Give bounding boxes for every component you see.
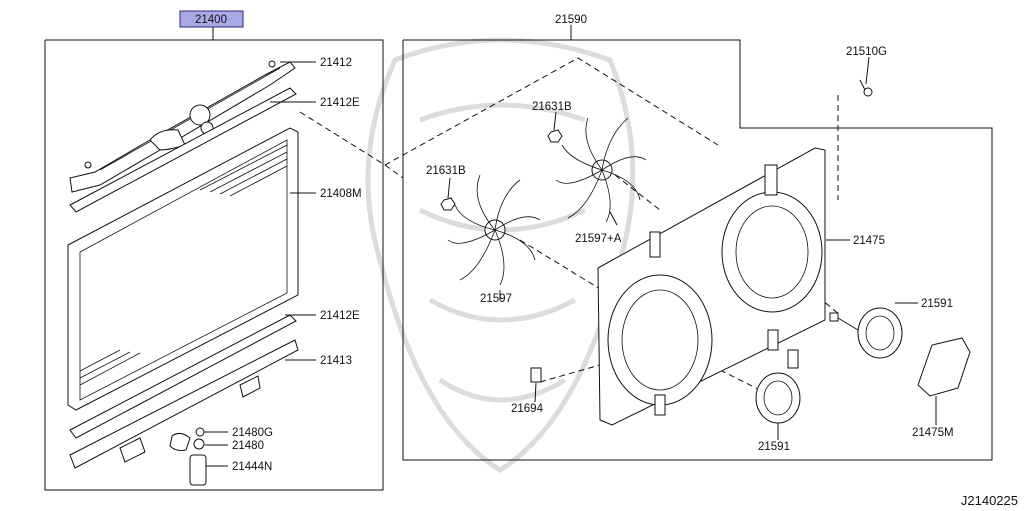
- callout-21597[interactable]: 21597: [480, 293, 512, 305]
- radiator-upper-seal[interactable]: [69, 87, 297, 213]
- label-21694: 21694: [511, 403, 544, 415]
- fan-shroud[interactable]: [597, 147, 826, 426]
- motor-21591-right[interactable]: [829, 307, 903, 359]
- label-21510G: 21510G: [846, 46, 887, 58]
- label-21475: 21475: [853, 235, 885, 247]
- assembly-highlight: [179, 10, 244, 28]
- callout-21597A[interactable]: 21597+A: [575, 233, 622, 245]
- label-21413: 21413: [320, 355, 352, 367]
- label-21590: 21590: [555, 14, 587, 26]
- clip-21694[interactable]: [530, 367, 542, 383]
- callout-21400[interactable]: 21400: [179, 10, 244, 28]
- drain-plug-gasket[interactable]: [195, 427, 205, 437]
- callout-21591-right[interactable]: 21591: [921, 298, 953, 310]
- label-21597A: 21597+A: [575, 233, 622, 245]
- fan-21597A[interactable]: [555, 117, 647, 223]
- radiator-lower-tank[interactable]: [69, 339, 299, 469]
- callout-21480G[interactable]: 21480G: [232, 427, 273, 439]
- label-21591-right: 21591: [921, 298, 953, 310]
- callout-21444N[interactable]: 21444N: [232, 461, 272, 473]
- label-21412: 21412: [320, 57, 352, 69]
- fan-panel-frame: [402, 25, 993, 461]
- radiator-panel: [44, 39, 384, 491]
- nut-21631B-left[interactable]: [440, 197, 456, 211]
- callout-21480[interactable]: 21480: [232, 440, 264, 452]
- label-21444N: 21444N: [232, 461, 272, 473]
- nut-21631B-upper[interactable]: [547, 129, 563, 143]
- callout-21475M[interactable]: 21475M: [912, 427, 954, 439]
- callout-21412E-top[interactable]: 21412E: [320, 97, 360, 109]
- callout-21408M[interactable]: 21408M: [320, 188, 362, 200]
- radiator-hose-stub[interactable]: [169, 432, 191, 451]
- label-21412E-top: 21412E: [320, 97, 360, 109]
- right-leaders: [447, 56, 937, 440]
- diagram-code: J2140225: [961, 493, 1018, 508]
- drain-tube[interactable]: [189, 454, 207, 486]
- callout-21590[interactable]: 21590: [555, 14, 587, 26]
- label-21412E-bottom: 21412E: [320, 310, 360, 322]
- label-21475M: 21475M: [912, 427, 954, 439]
- callout-21694[interactable]: 21694: [511, 403, 544, 415]
- motor-21591-bottom[interactable]: [755, 349, 801, 424]
- watermark-emblem: [365, 37, 636, 473]
- dashed-guides: [299, 57, 841, 396]
- label-21591-bottom: 21591: [758, 441, 790, 453]
- callout-21631B-left[interactable]: 21631B: [426, 165, 466, 177]
- bolt-21510G[interactable]: [859, 79, 873, 97]
- callout-21591-bottom[interactable]: 21591: [758, 441, 790, 453]
- callout-21413[interactable]: 21413: [320, 355, 352, 367]
- radiator-lower-seal[interactable]: [69, 314, 297, 439]
- fan-21597[interactable]: [447, 174, 541, 286]
- radiator-core[interactable]: [67, 127, 299, 411]
- callout-21510G[interactable]: 21510G: [846, 46, 887, 58]
- motor-cover-21475M[interactable]: [917, 337, 971, 397]
- label-21480: 21480: [232, 440, 264, 452]
- label-21631B-left: 21631B: [426, 165, 466, 177]
- label-21597: 21597: [480, 293, 512, 305]
- callout-21412[interactable]: 21412: [320, 57, 352, 69]
- callout-21631B-upper[interactable]: 21631B: [532, 101, 572, 113]
- label-21400: 21400: [195, 14, 227, 26]
- callout-21475[interactable]: 21475: [853, 235, 885, 247]
- label-21480G: 21480G: [232, 427, 273, 439]
- label-21631B-upper: 21631B: [532, 101, 572, 113]
- callout-21412E-bottom[interactable]: 21412E: [320, 310, 360, 322]
- label-21408M: 21408M: [320, 188, 362, 200]
- drain-plug[interactable]: [193, 438, 205, 450]
